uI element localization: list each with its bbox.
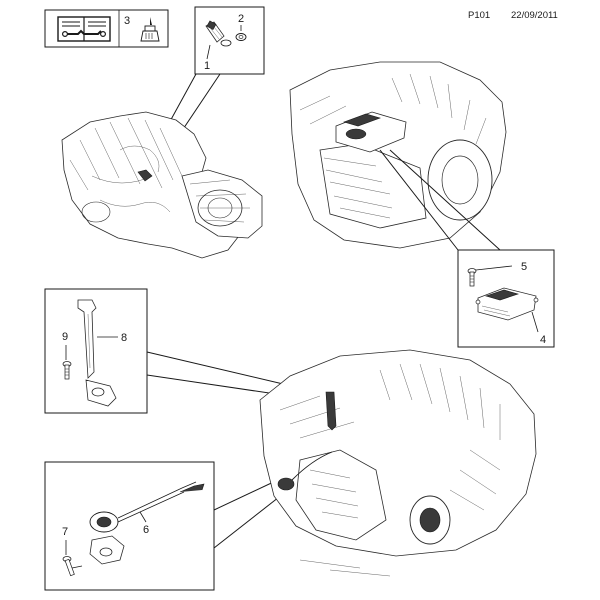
callout-5: 5 [521,261,527,273]
callout-box-sensor: 1 2 [194,6,265,75]
callout-7: 7 [62,526,68,538]
page-reference: P101 [468,10,490,21]
callout-box-control-module: 5 4 [457,249,555,348]
page-date: 22/09/2011 [511,10,558,21]
callout-box-position-sensor: 6 7 [44,461,215,591]
bracket-bolt-part [62,361,72,380]
bracket-part [77,299,117,407]
automatic-gearbox-illustration [289,61,507,249]
bolt-part [467,268,477,287]
legend-box: 3 [44,9,169,48]
sensor-bolt-part [62,556,83,577]
control-module-part [475,287,539,321]
transaxle-illustration [259,349,537,577]
manual-gearbox-illustration [61,111,263,259]
callout-box-bracket: 8 9 [44,288,148,414]
sealing-washer-part [235,33,247,41]
callout-8: 8 [121,332,127,344]
callout-3: 3 [124,15,130,27]
speed-sensor-part [205,20,232,47]
callout-2: 2 [238,13,244,25]
callout-4: 4 [540,334,546,346]
position-sensor-part [89,481,205,565]
sealant-tube-icon [140,17,160,42]
control-module-installed [335,111,407,153]
callout-9: 9 [62,331,68,343]
callout-6: 6 [143,524,149,536]
manual-wrench-icon [57,16,111,42]
callout-1: 1 [204,60,210,72]
